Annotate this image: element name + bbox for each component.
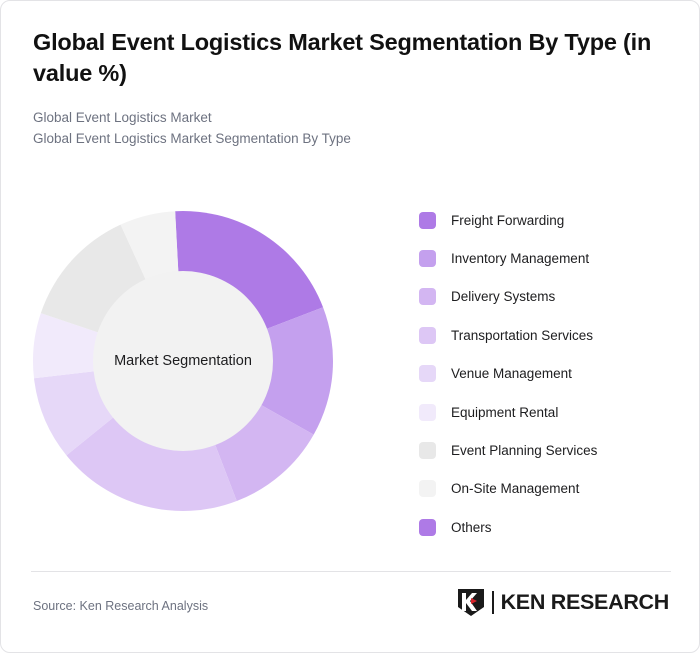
ken-research-logo: KEN RESEARCH xyxy=(456,587,669,617)
legend-item[interactable]: Transportation Services xyxy=(419,316,669,354)
legend-swatch xyxy=(419,250,436,268)
legend-item[interactable]: Inventory Management xyxy=(419,239,669,277)
legend-label: Delivery Systems xyxy=(451,289,556,305)
donut-chart: Market Segmentation xyxy=(32,211,334,512)
logo-wordmark: KEN RESEARCH xyxy=(500,589,670,614)
source-note: Source: Ken Research Analysis xyxy=(33,599,209,613)
legend-swatch xyxy=(419,288,436,306)
legend-swatch xyxy=(419,326,436,344)
footer-divider xyxy=(31,571,671,572)
logo-divider xyxy=(491,590,494,614)
legend-label: Equipment Rental xyxy=(451,404,559,420)
legend-item[interactable]: Delivery Systems xyxy=(419,278,669,316)
legend-item[interactable]: Venue Management xyxy=(419,355,669,393)
legend-label: On-Site Management xyxy=(451,481,580,497)
legend-label: Event Planning Services xyxy=(451,443,598,459)
chart-header: Global Event Logistics Market Segmentati… xyxy=(33,27,653,150)
legend-swatch xyxy=(419,403,436,421)
subtitle-line-2: Global Event Logistics Market Segmentati… xyxy=(33,131,351,147)
legend-swatch xyxy=(419,365,436,383)
donut-hole xyxy=(93,271,273,451)
page-title: Global Event Logistics Market Segmentati… xyxy=(33,29,652,86)
subtitle-line-1: Global Event Logistics Market xyxy=(33,110,212,126)
logo-shield-icon xyxy=(457,589,484,616)
legend-item[interactable]: Freight Forwarding xyxy=(419,201,669,239)
legend-label: Others xyxy=(451,519,492,535)
legend-swatch xyxy=(419,442,436,460)
legend-label: Venue Management xyxy=(451,366,572,382)
legend-label: Freight Forwarding xyxy=(451,212,565,228)
legend-label: Inventory Management xyxy=(451,251,590,267)
legend-swatch xyxy=(419,480,436,498)
subtitle-block: Global Event Logistics Market Global Eve… xyxy=(33,108,653,150)
legend-swatch xyxy=(419,211,436,229)
legend-label: Transportation Services xyxy=(451,327,594,343)
donut-svg: Market Segmentation xyxy=(32,211,334,512)
legend-item[interactable]: Others xyxy=(419,508,669,546)
legend-swatch xyxy=(419,518,436,536)
legend-item[interactable]: Equipment Rental xyxy=(419,393,669,431)
legend-item[interactable]: Event Planning Services xyxy=(419,431,669,469)
donut-center-label: Market Segmentation xyxy=(114,353,252,369)
legend-item[interactable]: On-Site Management xyxy=(419,470,669,508)
